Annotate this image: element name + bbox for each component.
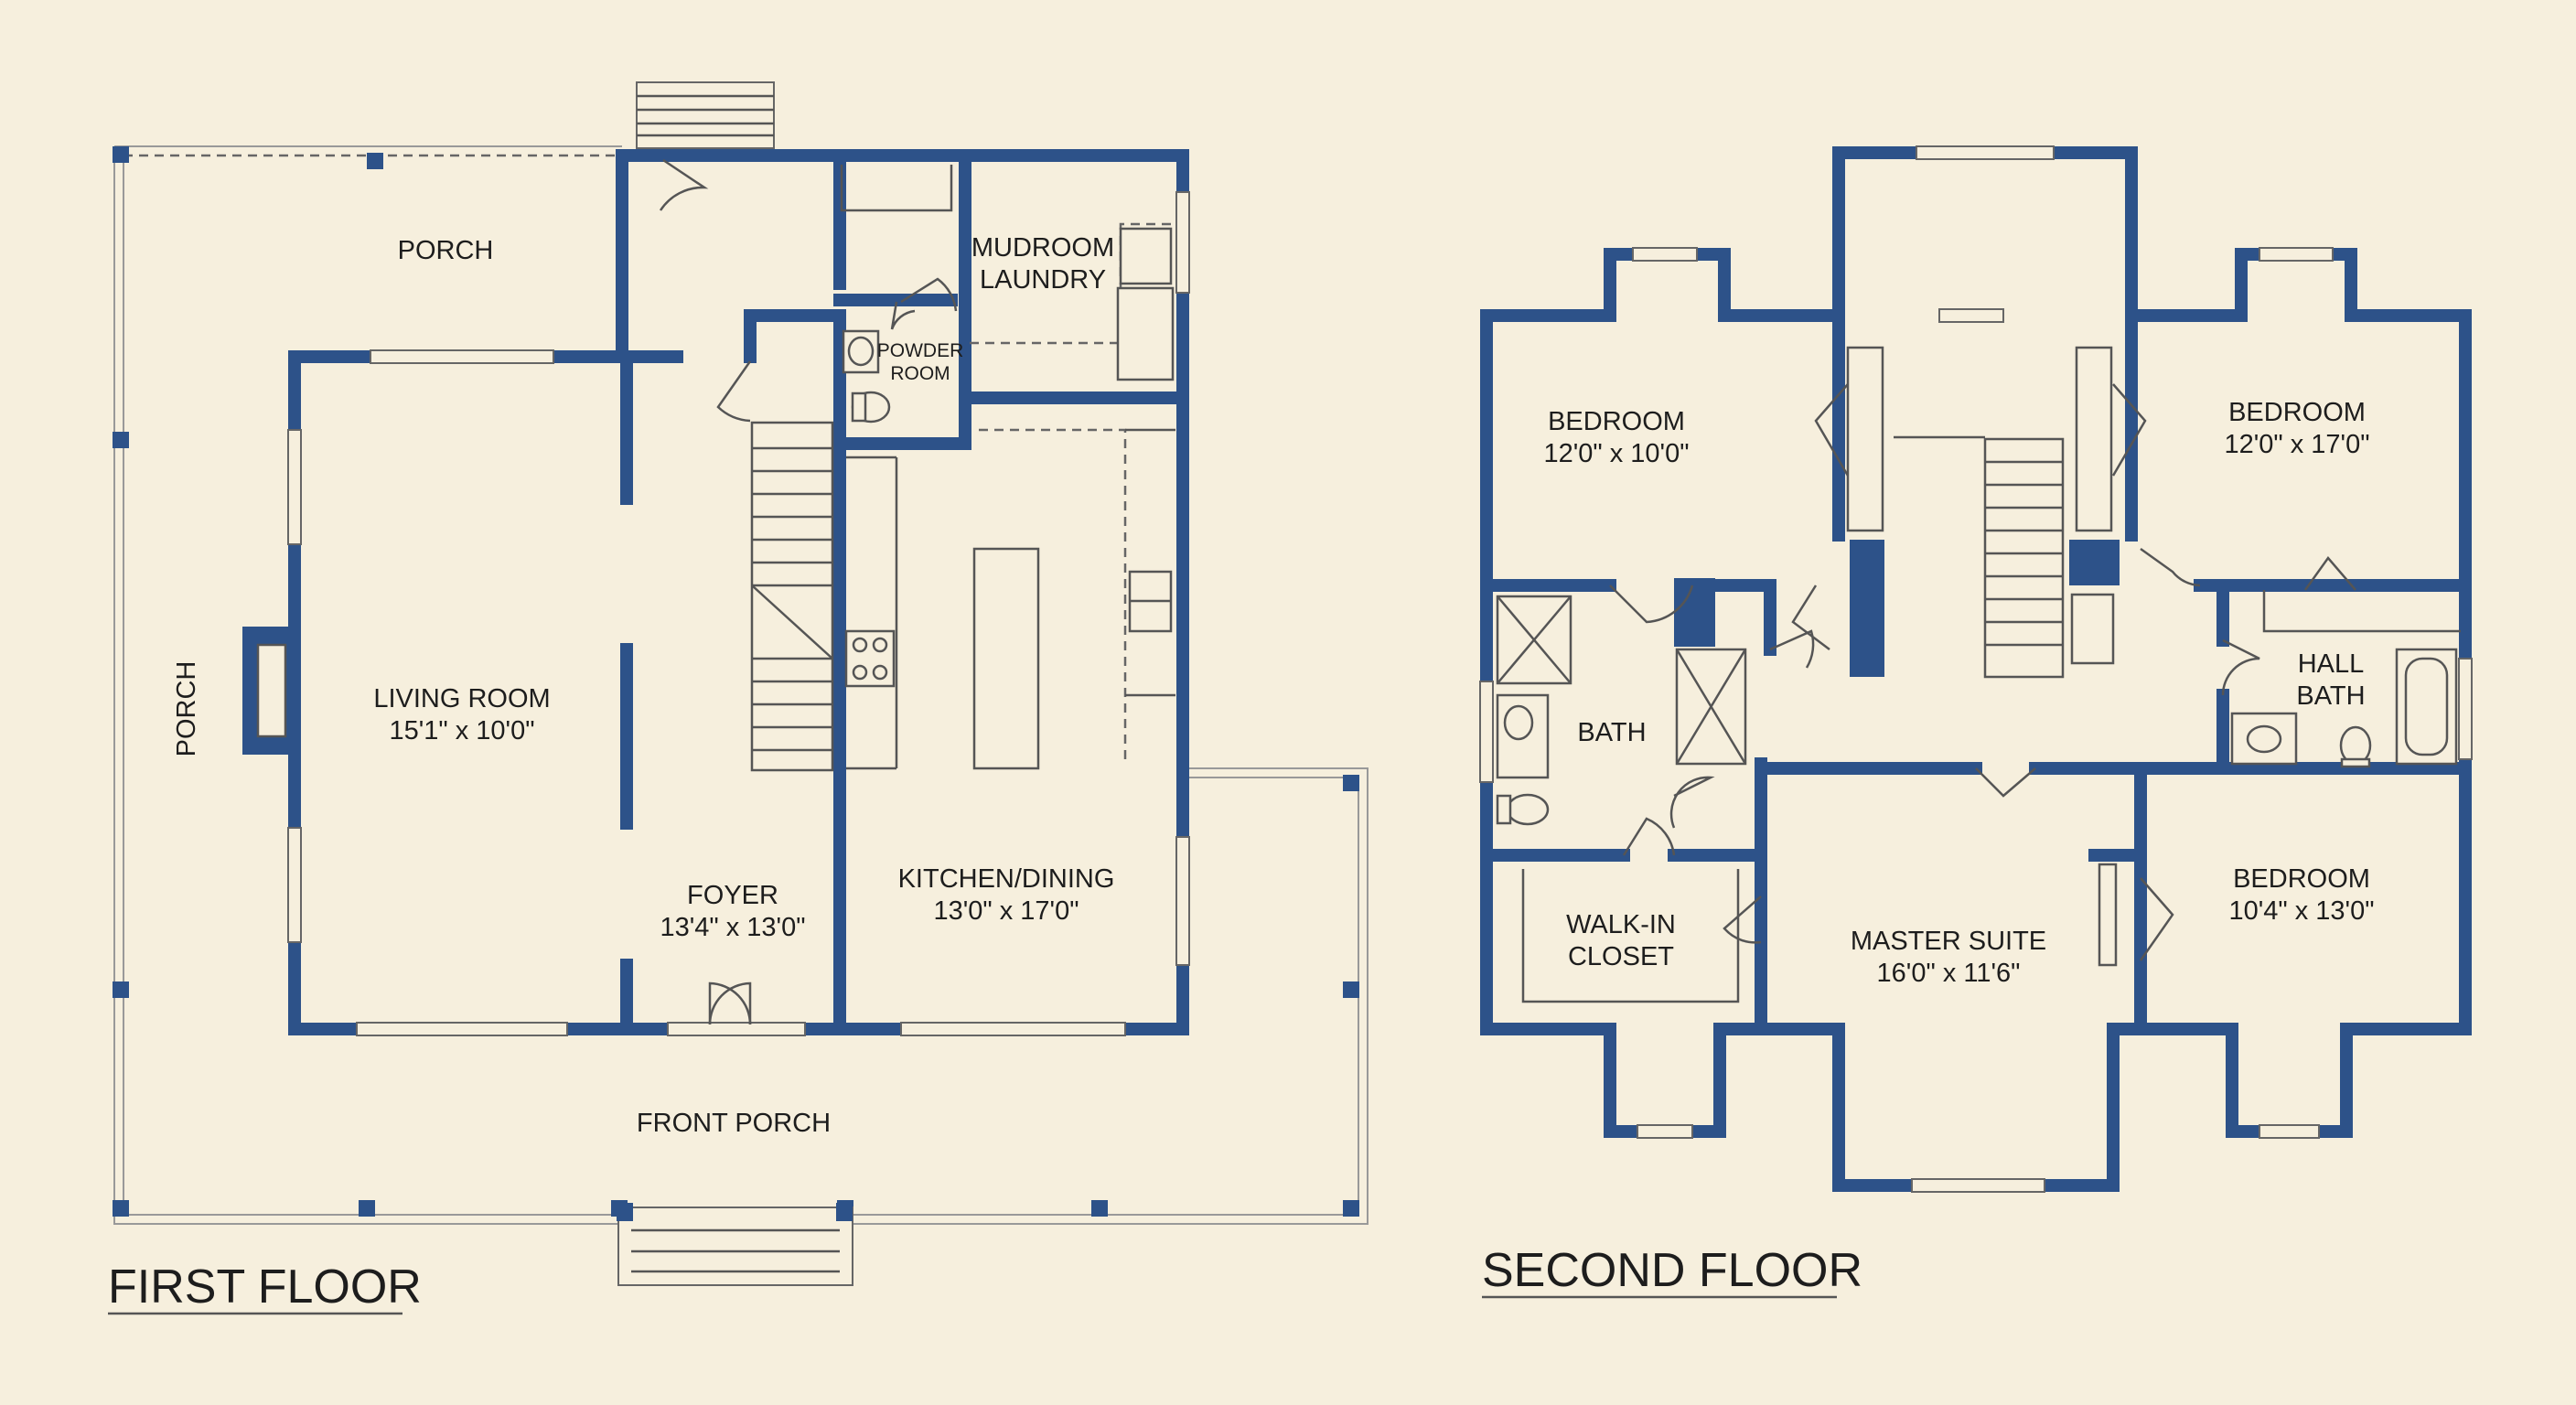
powder-room-label: POWDER <box>877 340 964 361</box>
master-suite-label: MASTER SUITE <box>1851 927 2046 956</box>
foyer-dims: 13'4" x 13'0" <box>660 913 805 942</box>
walk-in-closet-label: WALK-IN <box>1566 910 1676 939</box>
second-floor-exterior-walls <box>1480 146 2472 1192</box>
back-steps <box>636 81 775 149</box>
bedroom-bottom-label: BEDROOM <box>2233 864 2370 894</box>
bath-label: BATH <box>1577 718 1646 747</box>
laundry-label: LAUNDRY <box>980 265 1106 295</box>
master-suite-dims: 16'0" x 11'6" <box>1877 959 2021 988</box>
front-porch-label: FRONT PORCH <box>637 1109 831 1138</box>
powder-room-label-2: ROOM <box>890 363 950 384</box>
foyer-label: FOYER <box>687 881 778 910</box>
second-floor-title: SECOND FLOOR <box>1482 1244 1862 1297</box>
front-steps <box>617 1203 853 1286</box>
kitchen-label: KITCHEN/DINING <box>898 864 1115 894</box>
walk-in-closet-label-2: CLOSET <box>1568 942 1674 971</box>
bedroom-right-label: BEDROOM <box>2228 398 2366 427</box>
kitchen-fixtures <box>844 428 1175 770</box>
first-floor-interior-walls <box>616 149 1189 1035</box>
first-floor-doors <box>659 158 958 1025</box>
living-room-dims: 15'1" x 10'0" <box>389 716 534 745</box>
bedroom-left-dims: 12'0" x 10'0" <box>1543 439 1689 468</box>
second-floor-closets <box>1521 346 2461 1003</box>
second-floor-chases <box>1674 540 2120 677</box>
second-floor-plan: BEDROOM 12'0" x 10'0" BEDROOM 12'0" x 17… <box>1479 145 2473 1299</box>
second-floor-windows <box>1479 145 2473 1193</box>
kitchen-dims: 13'0" x 17'0" <box>933 896 1079 926</box>
first-floor-stairs <box>750 421 834 772</box>
fireplace <box>242 627 297 755</box>
porch-side-label: PORCH <box>172 661 201 757</box>
first-floor-windows <box>287 191 1190 1036</box>
hall-bath-label-2: BATH <box>2296 681 2365 711</box>
first-floor-title: FIRST FLOOR <box>108 1260 422 1314</box>
mudroom-fixtures <box>840 165 1175 381</box>
second-floor-interior-walls <box>1480 309 2472 1035</box>
bath-fixtures <box>1496 595 1747 826</box>
bedroom-left-label: BEDROOM <box>1548 407 1685 436</box>
bedroom-right-dims: 12'0" x 17'0" <box>2224 430 2369 459</box>
second-floor-doors <box>1609 383 2356 961</box>
hall-bath-label: HALL <box>2298 649 2365 679</box>
bedroom-bottom-dims: 10'4" x 13'0" <box>2228 896 2374 926</box>
first-floor-plan: PORCH PORCH LIVING ROOM 15'1" x 10'0" FO… <box>108 81 1368 1315</box>
powder-room-fixtures <box>842 329 891 424</box>
hall-bath-fixtures <box>2230 648 2458 768</box>
mudroom-label: MUDROOM <box>971 233 1114 263</box>
living-room-label: LIVING ROOM <box>373 684 550 713</box>
second-floor-stairs <box>1894 435 2065 679</box>
porch-top-label: PORCH <box>398 236 494 265</box>
